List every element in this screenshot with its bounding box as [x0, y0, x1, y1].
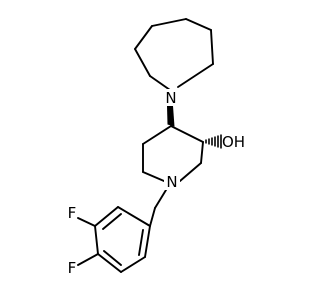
benzene-ring	[94, 206, 151, 273]
hashed-wedge-bond	[205, 134, 222, 149]
piperidine-nitrogen-label: N	[166, 173, 177, 191]
fluorine-4-label: F	[68, 259, 77, 277]
fluorine-3-label: F	[68, 204, 77, 222]
piperidine-ring	[142, 125, 204, 182]
azepane-ring	[134, 18, 214, 91]
benzyl-linker	[149, 189, 167, 227]
hydroxyl-label: OH	[222, 133, 245, 151]
molecule-structure: N N OH F F	[68, 18, 245, 277]
azepane-nitrogen-label: N	[165, 89, 176, 107]
fluorine-bonds	[77, 217, 99, 266]
wedge-bond	[167, 106, 175, 127]
